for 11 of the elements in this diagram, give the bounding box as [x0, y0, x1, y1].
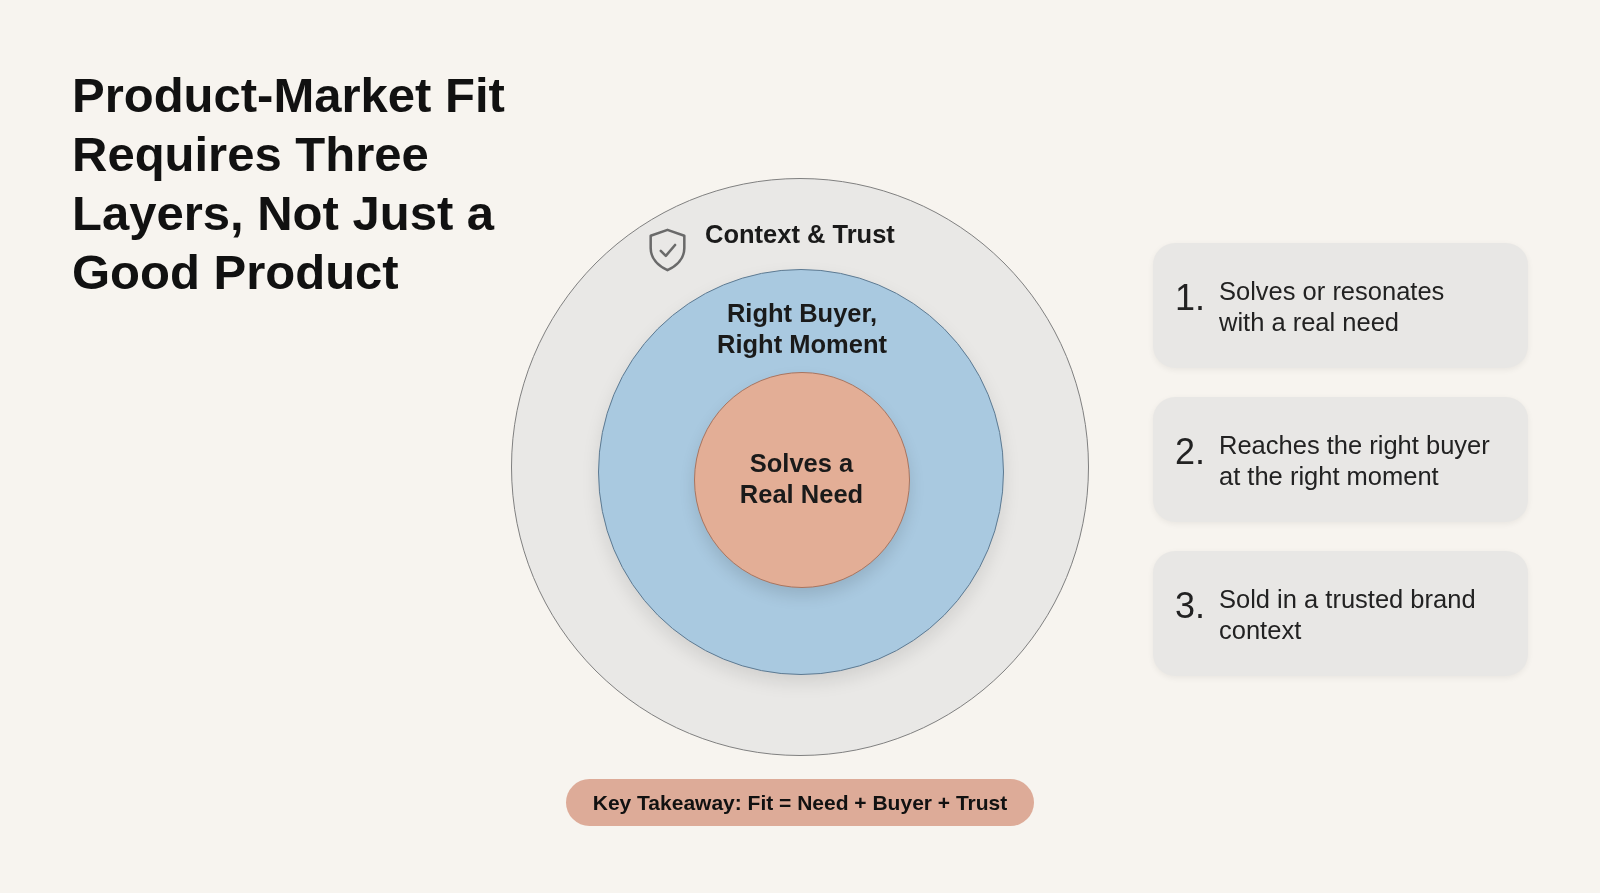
step-number: 3.	[1175, 586, 1206, 626]
layer-label: Right Buyer, Right Moment	[716, 298, 888, 360]
step-text: Solves or resonates with a real need	[1219, 276, 1446, 338]
step-text: Reaches the right buyer at the right moment	[1219, 430, 1491, 492]
title: Product-Market Fit Requires Three Layers, Not Just a Good Product	[72, 67, 506, 301]
layer-label: Solves a Real Need	[738, 448, 865, 510]
step-number: 1.	[1175, 278, 1206, 318]
layer-label: Context & Trust	[705, 219, 896, 250]
takeaway-banner: Key Takeaway: Fit = Need + Buyer + Trust	[566, 779, 1034, 826]
step-number: 2.	[1175, 432, 1206, 472]
step-text: Sold in a trusted brand context	[1219, 584, 1477, 646]
